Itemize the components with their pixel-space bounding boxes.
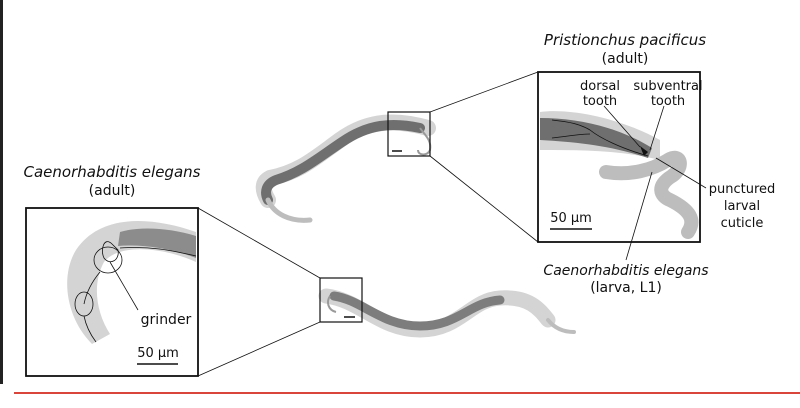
pristionchus-title-species: Pristionchus pacificus [544, 31, 706, 49]
label-punctured-line1: punctured [709, 182, 776, 197]
left-border-line [0, 0, 3, 384]
label-subventral-line2: tooth [651, 94, 685, 109]
label-punctured-line2: larval [724, 199, 760, 214]
label-larva-species: Caenorhabditis elegans [543, 263, 708, 279]
pristionchus-zoom-panel [537, 71, 701, 243]
pointer-grinder [109, 261, 139, 311]
connector-line [197, 207, 321, 279]
scalebar-label-left: 50 µm [137, 346, 179, 361]
label-grinder: grinder [141, 312, 192, 328]
label-subventral-line1: subventral [633, 79, 702, 94]
label-larva-stage: (larva, L1) [590, 280, 662, 296]
connector-line [197, 321, 321, 377]
scalebar-label-right: 50 µm [550, 211, 592, 226]
pristionchus-inset-marker [387, 111, 431, 157]
pristionchus-whole-worm [255, 114, 436, 223]
pointer-subventral-tooth [649, 105, 665, 151]
connector-line [429, 71, 539, 113]
pointer-dorsal-tooth [603, 105, 641, 148]
celegans-inset-marker [319, 277, 363, 323]
celegans-title-stage: (adult) [89, 183, 136, 199]
celegans-title-species: Caenorhabditis elegans [24, 163, 201, 181]
label-dorsal-line2: tooth [583, 94, 617, 109]
pointer-larva [625, 171, 653, 261]
pristionchus-title-stage: (adult) [602, 51, 649, 67]
pointer-punctured-cuticle [655, 157, 707, 189]
celegans-whole-worm [318, 288, 576, 338]
celegans-zoom-panel [25, 207, 199, 377]
label-dorsal-line1: dorsal [580, 79, 620, 94]
label-punctured-line3: cuticle [721, 216, 764, 231]
bottom-accent-rule [14, 392, 800, 394]
connector-line [429, 155, 539, 243]
